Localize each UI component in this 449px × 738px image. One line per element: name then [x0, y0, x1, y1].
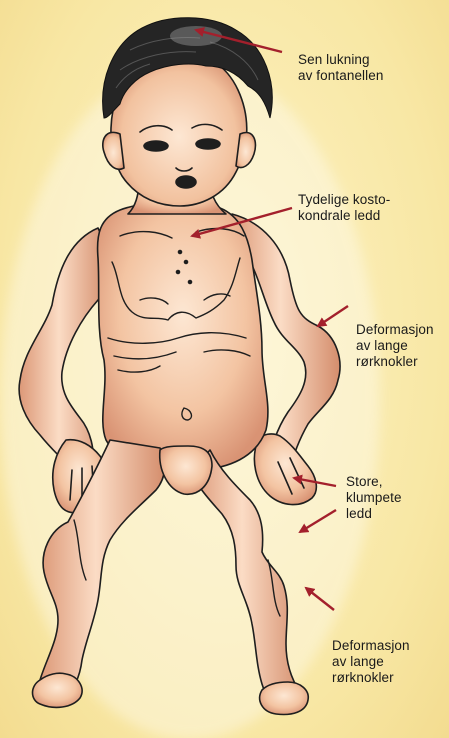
label-arm-bones-line3: rørknokler	[356, 354, 434, 370]
label-fontanelle-line1: Sen lukning	[298, 52, 383, 68]
label-arm-bones-line1: Deformasjon	[356, 322, 434, 338]
label-fontanelle-line2: av fontanellen	[298, 68, 383, 84]
label-joints-line2: klumpete	[346, 490, 402, 506]
label-leg-bones-line3: rørknokler	[332, 670, 410, 686]
label-arm-bones: Deformasjon av lange rørknokler	[356, 322, 434, 370]
label-costochondral: Tydelige kosto- kondrale ledd	[298, 192, 390, 224]
label-costochondral-line1: Tydelige kosto-	[298, 192, 390, 208]
label-arm-bones-line2: av lange	[356, 338, 434, 354]
label-joints-line3: ledd	[346, 506, 402, 522]
label-leg-bones-line2: av lange	[332, 654, 410, 670]
label-joints-line1: Store,	[346, 474, 402, 490]
label-leg-bones-line1: Deformasjon	[332, 638, 410, 654]
label-joints: Store, klumpete ledd	[346, 474, 402, 522]
label-fontanelle: Sen lukning av fontanellen	[298, 52, 383, 84]
right-foot	[260, 682, 309, 714]
label-costochondral-line2: kondrale ledd	[298, 208, 390, 224]
label-leg-bones: Deformasjon av lange rørknokler	[332, 638, 410, 686]
